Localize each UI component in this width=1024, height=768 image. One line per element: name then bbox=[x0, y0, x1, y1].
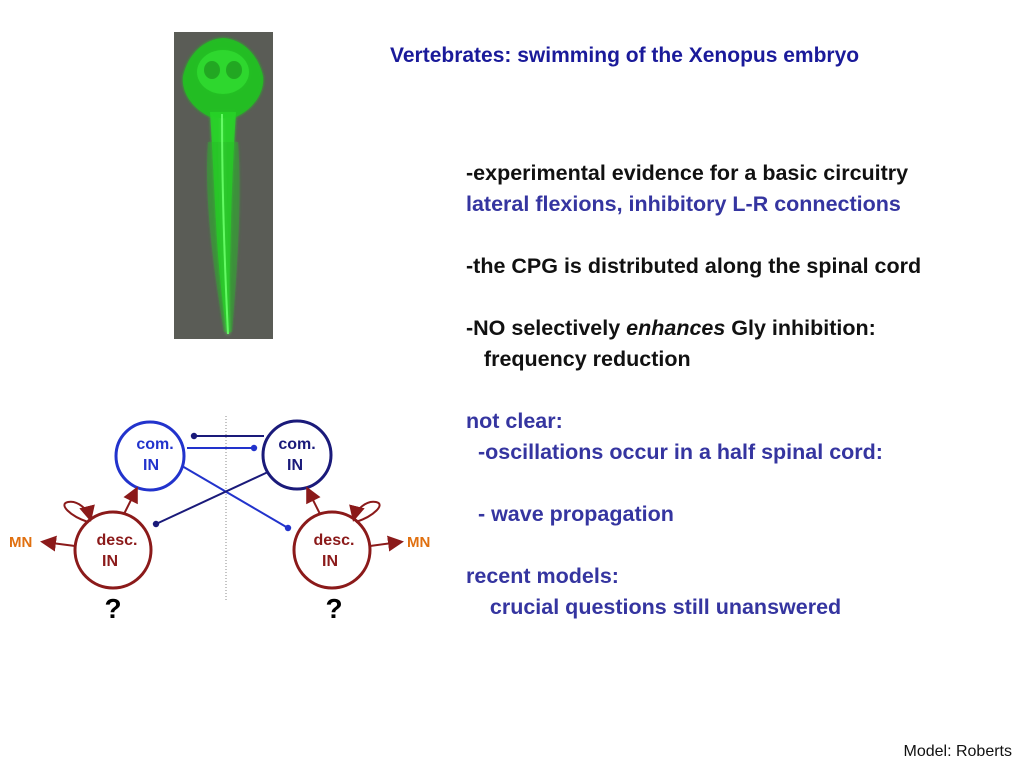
left-com-in-node bbox=[114, 420, 186, 492]
bullet-experimental-evidence: -experimental evidence for a basic circu… bbox=[466, 161, 909, 185]
no-emphasis: enhances bbox=[626, 316, 726, 340]
model-credit: Model: Roberts bbox=[903, 743, 1013, 760]
left-com-label-1: com. bbox=[136, 436, 173, 453]
desc-left-terminal bbox=[152, 520, 160, 528]
left-question-mark: ? bbox=[104, 593, 121, 624]
right-desc-self-loop bbox=[349, 500, 381, 523]
bullet-oscillations: -oscillations occur in a half spinal cor… bbox=[466, 440, 883, 464]
no-suffix: Gly inhibition: bbox=[725, 316, 876, 340]
com-right-terminal bbox=[250, 444, 258, 452]
com-right-to-desc-left-connection bbox=[155, 471, 269, 525]
no-prefix: -NO selectively bbox=[466, 316, 627, 340]
bullet-recent-models: recent models: bbox=[466, 564, 619, 588]
right-com-label-2: IN bbox=[287, 457, 303, 474]
com-left-terminal bbox=[190, 432, 198, 440]
blank-line bbox=[466, 468, 921, 499]
blank-line bbox=[466, 220, 921, 251]
left-mn-arrow bbox=[40, 535, 76, 552]
blank-line bbox=[466, 375, 921, 406]
tadpole-embryo-image bbox=[174, 32, 273, 339]
bullet-no-inhibition: -NO selectively enhances Gly inhibition: bbox=[466, 313, 921, 344]
right-com-label-1: com. bbox=[278, 436, 315, 453]
left-desc-label-1: desc. bbox=[97, 532, 138, 549]
left-mn-label: MN bbox=[9, 534, 32, 551]
left-com-label-2: IN bbox=[143, 457, 159, 474]
cpg-circuit-diagram: com. IN com. IN desc. IN desc. IN MN MN … bbox=[9, 416, 430, 624]
bullet-cpg-distributed: -the CPG is distributed along the spinal… bbox=[466, 254, 922, 278]
left-desc-label-2: IN bbox=[102, 553, 118, 570]
bullet-text-block: -experimental evidence for a basic circu… bbox=[466, 158, 921, 623]
blank-line bbox=[466, 282, 921, 313]
bullet-not-clear: not clear: bbox=[466, 409, 563, 433]
bullet-frequency-reduction: frequency reduction bbox=[466, 347, 691, 371]
left-desc-self-loop bbox=[63, 500, 95, 523]
slide-title: Vertebrates: swimming of the Xenopus emb… bbox=[390, 44, 860, 67]
right-desc-in-node bbox=[292, 510, 372, 590]
right-com-in-node bbox=[261, 419, 333, 491]
bullet-lateral-flexions: lateral flexions, inhibitory L-R connect… bbox=[466, 192, 901, 216]
right-question-mark: ? bbox=[325, 593, 342, 624]
blank-line bbox=[466, 530, 921, 561]
bullet-crucial-questions: crucial questions still unanswered bbox=[466, 595, 842, 619]
right-desc-label-1: desc. bbox=[314, 532, 355, 549]
com-left-to-desc-right-connection bbox=[181, 465, 289, 529]
left-desc-in-node bbox=[73, 510, 153, 590]
desc-right-terminal bbox=[284, 524, 292, 532]
right-mn-arrow bbox=[369, 535, 404, 552]
right-desc-label-2: IN bbox=[322, 553, 338, 570]
bullet-wave-propagation: - wave propagation bbox=[466, 502, 674, 526]
right-desc-to-com-arrow bbox=[306, 486, 321, 515]
left-desc-to-com-arrow bbox=[123, 486, 138, 515]
right-mn-label: MN bbox=[407, 534, 430, 551]
